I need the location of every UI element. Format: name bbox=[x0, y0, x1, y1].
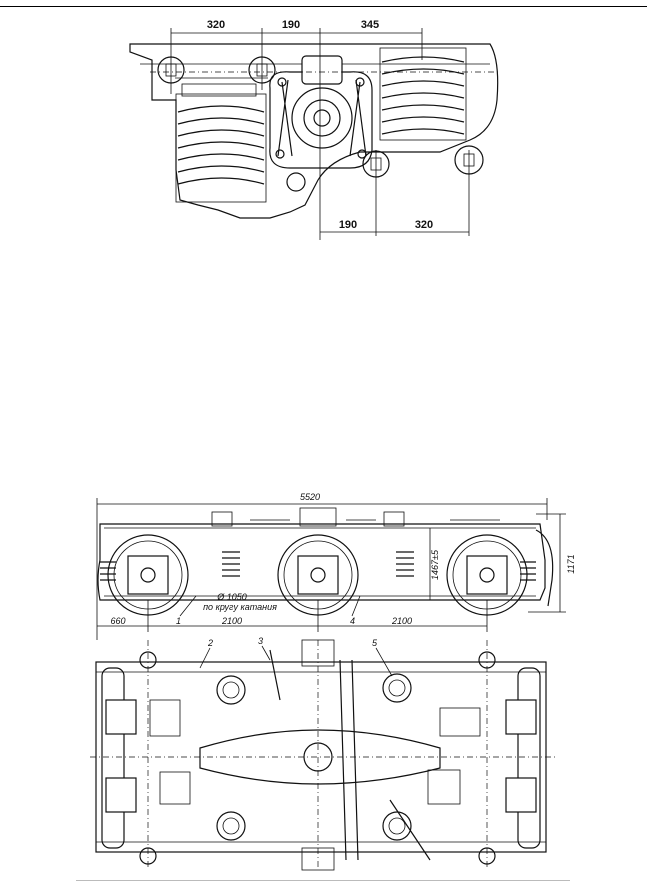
right-coil-spring bbox=[379, 47, 467, 141]
dim-top-right: 345 bbox=[361, 19, 379, 31]
wheel-note-label: по кругу катания bbox=[203, 602, 277, 612]
bogie-side-view: 5520 1171 1467±5 bbox=[96, 492, 576, 640]
dim-height-1: 1171 bbox=[566, 554, 576, 573]
axle-box bbox=[269, 55, 373, 169]
dim-bottom-left: 190 bbox=[339, 219, 357, 231]
bogie-plan-view: 2 3 5 bbox=[90, 636, 556, 871]
callout-2: 2 bbox=[207, 638, 213, 648]
callout-5: 5 bbox=[372, 638, 378, 648]
dim-pitch-right: 2100 bbox=[391, 616, 412, 626]
dim-overall-length: 5520 bbox=[300, 492, 320, 502]
dim-pitch-left: 2100 bbox=[221, 616, 242, 626]
left-coil-spring bbox=[175, 83, 267, 203]
wheelset-right bbox=[446, 534, 528, 616]
wheel-diameter-label: Ø 1050 bbox=[216, 592, 247, 602]
spring-d bbox=[520, 561, 536, 581]
callout-1: 1 bbox=[176, 616, 181, 626]
page-rule bbox=[0, 6, 647, 7]
dim-top-left: 320 bbox=[207, 19, 225, 31]
spring-a bbox=[222, 551, 240, 577]
spring-c bbox=[100, 561, 116, 581]
dim-bottom-right: 320 bbox=[415, 219, 433, 231]
dim-top-mid: 190 bbox=[282, 19, 300, 31]
spring-suspension-detail: 320 190 345 190 320 bbox=[129, 19, 500, 240]
dim-height-2: 1467±5 bbox=[430, 549, 440, 580]
callout-3: 3 bbox=[258, 636, 263, 646]
dim-overhang: 660 bbox=[110, 616, 125, 626]
wheelset-middle bbox=[277, 534, 359, 616]
callout-4: 4 bbox=[350, 616, 355, 626]
spring-b bbox=[396, 551, 414, 577]
spring-sets bbox=[216, 673, 412, 841]
bottom-rule bbox=[76, 880, 570, 881]
